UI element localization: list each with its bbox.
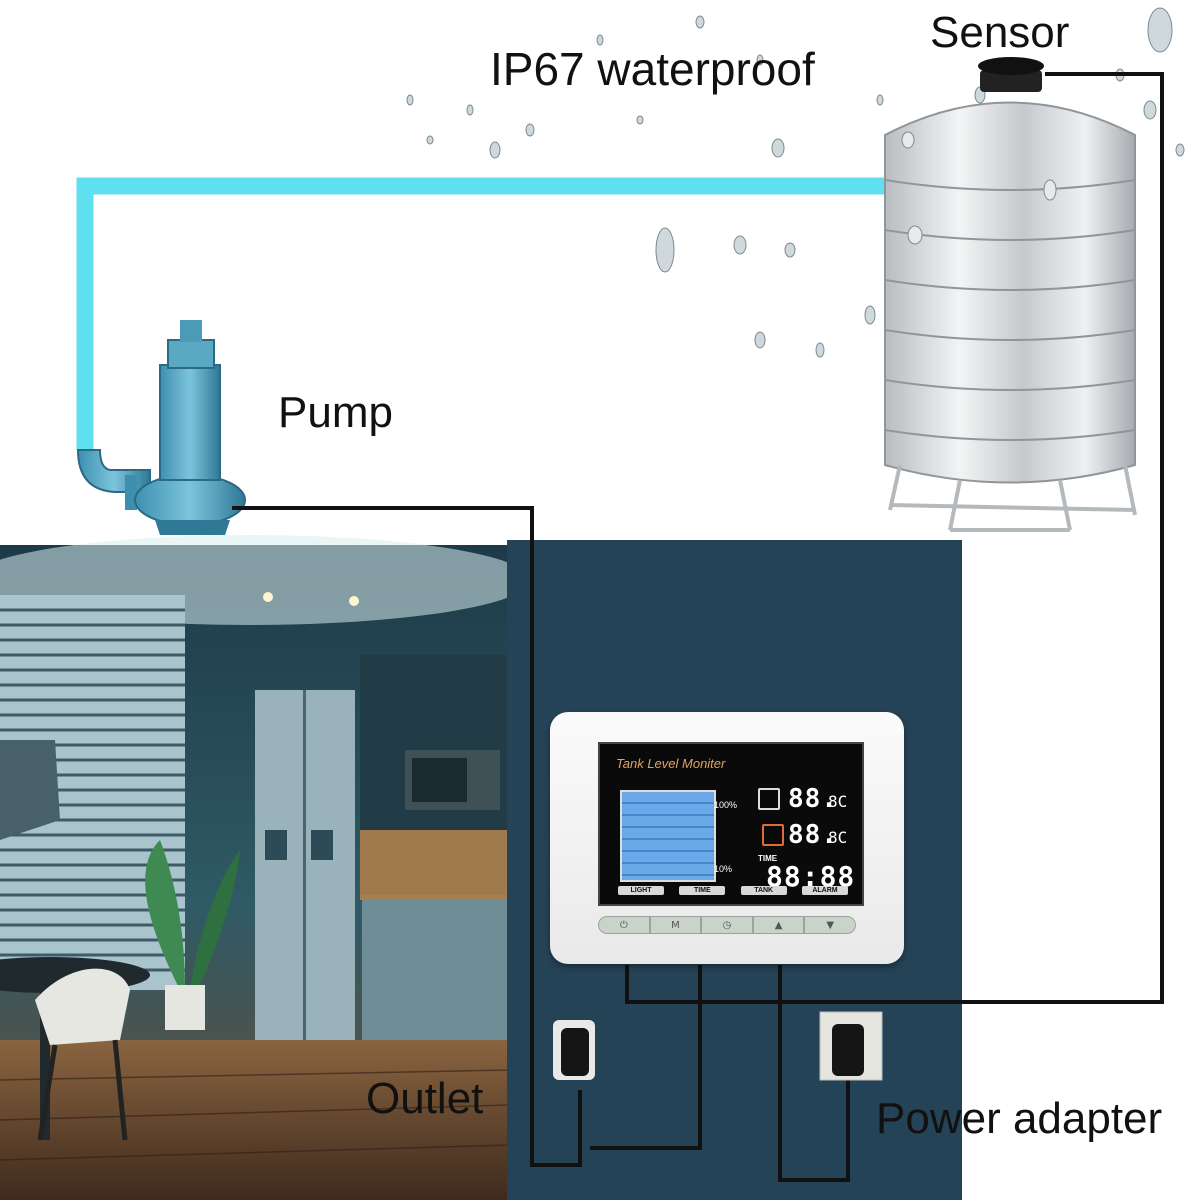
tab-light: LIGHT [618,886,664,895]
outlet-label: Outlet [366,1074,484,1123]
readout-1-unit: 8C [828,792,848,811]
submersible-pump [76,320,246,535]
water-pipe [76,177,890,450]
outlet-plug [553,1020,595,1080]
wiring [232,72,1164,1182]
clock-button[interactable]: ◷ [701,916,753,934]
power-adapter-plug [819,1011,883,1081]
water-tank [884,101,1137,532]
plant [145,840,240,1030]
time-label: TIME [758,854,778,863]
readout-2: 88. [788,820,838,850]
power-button[interactable]: ⏻ [598,916,650,934]
level-bottom-label: 10% [714,864,733,874]
chair [35,968,130,1045]
thermometer-icon [762,824,784,846]
tab-alarm: ALARM [801,886,848,895]
sensor-label: Sensor [930,8,1070,57]
screen-tabs: LIGHT TIME TANK ALARM [618,886,848,895]
waterproof-label: IP67 waterproof [490,43,815,95]
kitchen-background [0,535,530,1200]
level-sensor [978,57,1044,92]
lcd-screen: Tank Level Moniter 100% 10% 88. 8C 88. 8… [598,742,864,906]
pendant-lamp [0,740,60,840]
tank-level-gauge [620,790,716,882]
screen-title: Tank Level Moniter [616,756,726,771]
readout-2-unit: 8C [828,828,848,847]
tab-time: TIME [679,886,726,895]
down-button[interactable]: ▼ [804,916,856,934]
mode-button[interactable]: M [649,916,702,934]
tank-level-controller: Tank Level Moniter 100% 10% 88. 8C 88. 8… [550,712,904,964]
power-adapter-label: Power adapter [876,1094,1163,1143]
level-top-label: 100% [714,800,738,810]
tab-tank: TANK [740,886,787,895]
pump-label: Pump [278,388,393,437]
readout-1: 88. [788,784,838,814]
wood-floor [0,1040,510,1200]
controller-buttons: ⏻ M ◷ ▲ ▼ [598,916,856,934]
up-button[interactable]: ▲ [752,916,805,934]
house-icon [758,788,780,810]
